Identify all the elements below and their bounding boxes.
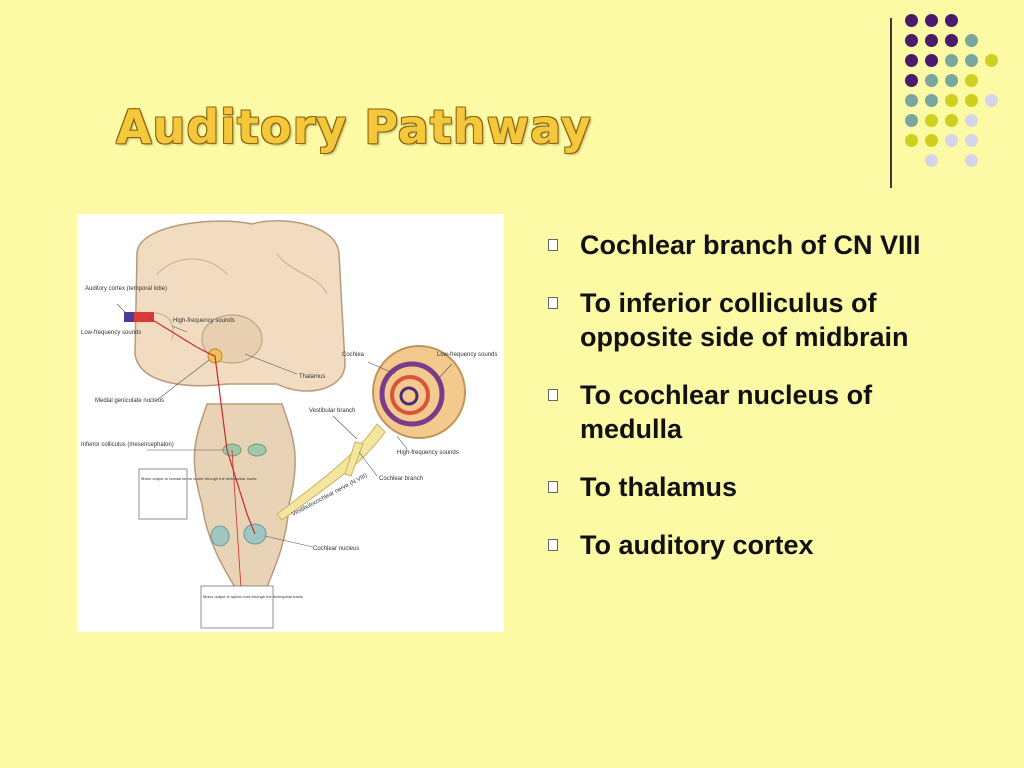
bullet-text: To cochlear nucleus of medulla [580, 380, 873, 444]
brain-section-shape [134, 220, 346, 392]
bullet-text: To thalamus [580, 472, 738, 502]
decorative-dot [965, 54, 978, 67]
decorative-dot [945, 54, 958, 67]
motor-cranial-box [138, 468, 188, 520]
slide-title: Auditory Pathway [116, 100, 592, 154]
bullet-item: To inferior colliculus of opposite side … [548, 286, 928, 354]
decorative-dot [945, 94, 958, 107]
inferior-colliculus-right [247, 443, 267, 457]
decorative-dot [925, 74, 938, 87]
box-bullet-icon [548, 481, 558, 493]
decorative-dot [905, 134, 918, 147]
decorative-dot [965, 114, 978, 127]
decorative-dot [905, 54, 918, 67]
label-auditory-cortex: Auditory cortex (temporal lobe) [85, 286, 167, 292]
decorative-dot [905, 114, 918, 127]
decorative-dot [965, 94, 978, 107]
bullet-list: Cochlear branch of CN VIII To inferior c… [548, 228, 928, 586]
decorative-dot [925, 114, 938, 127]
motor-spinal-box [200, 585, 274, 629]
auditory-pathway-line [148, 317, 256, 535]
decorative-dot [925, 54, 938, 67]
bullet-text: To auditory cortex [580, 530, 814, 560]
decorative-dot [925, 94, 938, 107]
decorative-dot [945, 134, 958, 147]
brainstem-shape [193, 403, 296, 600]
bullet-text: To inferior colliculus of opposite side … [580, 288, 909, 352]
label-high-frequency-cortex: High-frequency sounds [173, 318, 235, 324]
label-cochlear-branch: Cochlear branch [379, 476, 423, 482]
bullet-item: To cochlear nucleus of medulla [548, 378, 928, 446]
label-motor-spinal: Motor output to spinal cord through the … [203, 594, 303, 599]
auditory-cortex-band-low [124, 312, 134, 322]
bullet-item: To auditory cortex [548, 528, 928, 562]
auditory-pathway-figure: Auditory cortex (temporal lobe) High-fre… [77, 214, 504, 632]
decorative-dot [905, 14, 918, 27]
decorative-dot [945, 14, 958, 27]
decorative-dot-grid [905, 14, 1015, 174]
label-low-frequency-cortex: Low-frequency sounds [81, 330, 141, 336]
label-cochlea: Cochlea [342, 352, 365, 358]
decorative-dot [925, 34, 938, 47]
cochlea-spiral-outer [379, 361, 445, 427]
decorative-dot [905, 74, 918, 87]
decorative-dot [945, 34, 958, 47]
leader-lines [116, 303, 453, 548]
label-cochlear-nucleus: Cochlear nucleus [313, 546, 359, 552]
label-vestibular-branch: Vestibular branch [309, 408, 355, 414]
decorative-dot [985, 54, 998, 67]
decorative-dot [925, 154, 938, 167]
bullet-item: To thalamus [548, 470, 928, 504]
motor-output-line [231, 449, 243, 605]
decorative-dot [965, 134, 978, 147]
decorative-dot [965, 154, 978, 167]
box-bullet-icon [548, 389, 558, 401]
bullet-text: Cochlear branch of CN VIII [580, 230, 921, 260]
decorative-dot [985, 94, 998, 107]
vestibular-branch-shape [344, 441, 364, 477]
label-high-frequency-cochlea: High-frequency sounds [397, 450, 459, 456]
decorative-dot [965, 74, 978, 87]
decorative-dot [945, 74, 958, 87]
auditory-cortex-band [124, 312, 154, 322]
cochlear-nucleus-left [210, 525, 230, 547]
decorative-dot [945, 114, 958, 127]
anatomy-illustration: Auditory cortex (temporal lobe) High-fre… [81, 220, 497, 629]
label-low-frequency-cochlea: Low-frequency sounds [437, 352, 497, 358]
label-medial-geniculate: Medial geniculate nucleus [95, 398, 164, 404]
cochlea-spiral-inner [399, 386, 419, 406]
decorative-divider [890, 18, 892, 188]
label-thalamus: Thalamus [299, 374, 325, 380]
decorative-dot [925, 134, 938, 147]
box-bullet-icon [548, 539, 558, 551]
label-inferior-colliculus: Inferior colliculus (mesencephalon) [81, 442, 174, 448]
label-motor-cranial: Motor output to cranial nerve nuclei thr… [141, 476, 257, 481]
decorative-dot [925, 14, 938, 27]
cochlea-spiral-middle [390, 375, 430, 415]
bullet-item: Cochlear branch of CN VIII [548, 228, 928, 262]
decorative-dot [905, 34, 918, 47]
decorative-dot [965, 34, 978, 47]
decorative-dot [905, 94, 918, 107]
box-bullet-icon [548, 239, 558, 251]
box-bullet-icon [548, 297, 558, 309]
